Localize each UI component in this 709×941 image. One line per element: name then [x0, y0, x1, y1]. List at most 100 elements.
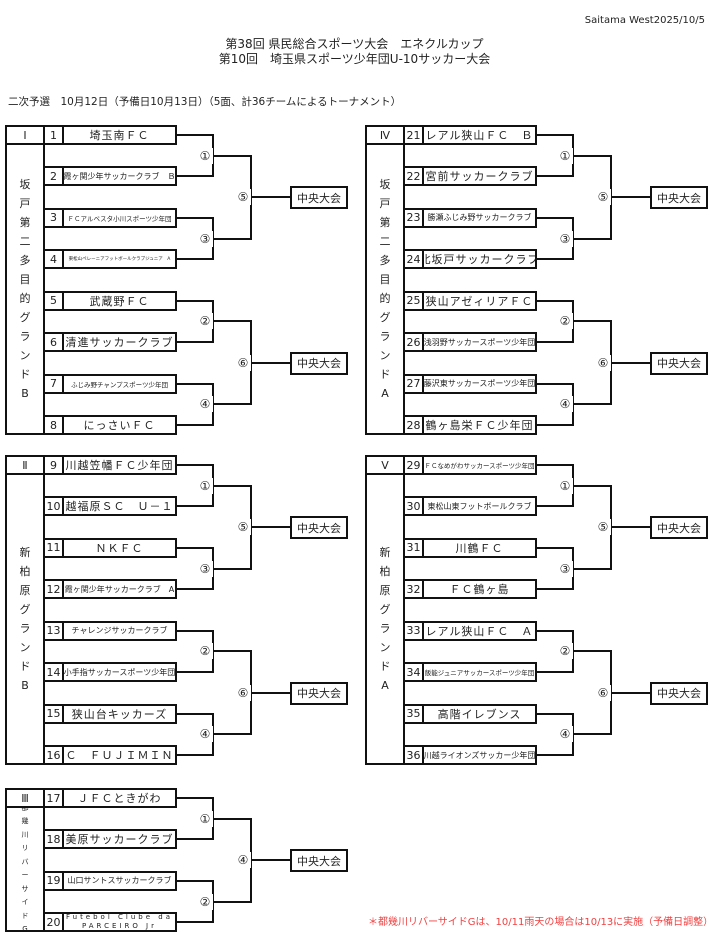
- team-name: 浅羽野サッカースポーツ少年団: [422, 332, 537, 353]
- match-label: ⑥: [595, 684, 611, 701]
- team-name: 狭山アゼィリアＦＣ: [422, 290, 537, 311]
- bracket-line: [177, 671, 214, 674]
- team-number: 18: [43, 829, 64, 850]
- venue-char: グ: [379, 603, 391, 616]
- team-name: 飯能ジュニアサッカースポーツ少年団: [422, 662, 537, 683]
- team-name: 川越ライオンズサッカー少年団: [422, 745, 537, 765]
- match-label: ②: [557, 313, 573, 330]
- bracket-line: [177, 134, 214, 136]
- bracket-line: [537, 216, 574, 219]
- team-number: 28: [403, 415, 424, 435]
- bracket-line: [537, 134, 574, 136]
- team-number: 12: [43, 579, 64, 600]
- team-number: 2: [43, 166, 64, 187]
- match-label: ③: [557, 230, 573, 247]
- bracket-line: [177, 712, 214, 715]
- team-number: 33: [403, 620, 424, 641]
- team-number: 21: [403, 125, 424, 145]
- venue-char: 二: [379, 235, 391, 248]
- bracket-line: [213, 403, 252, 406]
- team-name: 山口サントスサッカークラブ: [62, 870, 177, 891]
- bracket-line: [251, 526, 291, 529]
- team-number: 32: [403, 579, 424, 600]
- venue-char: ン: [19, 349, 31, 362]
- venue-char: 新: [19, 546, 31, 559]
- venue-char: 原: [379, 584, 391, 597]
- match-label: ①: [557, 147, 573, 164]
- final-tournament-box: 中央大会: [650, 351, 708, 375]
- bracket-line: [537, 505, 574, 508]
- match-label: ③: [197, 560, 213, 577]
- venue-char: ラ: [19, 622, 31, 635]
- team-number: 16: [43, 745, 64, 765]
- match-label: ⑤: [235, 189, 251, 206]
- team-name: 川越福原ＳＣ Ｕ－１２: [62, 496, 177, 517]
- bracket-line: [177, 921, 214, 924]
- bracket-line: [213, 817, 252, 820]
- bracket-line: [537, 546, 574, 549]
- bracket-line: [251, 859, 291, 862]
- block-number: Ⅰ: [5, 125, 45, 145]
- match-label: ⑥: [235, 684, 251, 701]
- team-name: 東松山東フットボールクラブ: [422, 496, 537, 517]
- venue-char: グ: [379, 311, 391, 324]
- venue-char: リ: [21, 844, 29, 853]
- team-number: 30: [403, 496, 424, 517]
- match-label: ②: [197, 893, 213, 910]
- team-name: 川鶴ＦＣ: [422, 537, 537, 558]
- bracket-line: [573, 403, 612, 406]
- team-name: 川越笠幡ＦＣ少年団: [62, 455, 177, 475]
- team-number: 11: [43, 537, 64, 558]
- venue-char: 川: [21, 830, 29, 839]
- match-label: ⑤: [595, 189, 611, 206]
- venue-char: ン: [379, 641, 391, 654]
- team-name: 北坂戸サッカークラブ: [422, 249, 537, 270]
- venue-char: 都: [21, 806, 29, 812]
- match-label: ②: [197, 313, 213, 330]
- team-number: 31: [403, 537, 424, 558]
- bracket-line: [177, 464, 214, 466]
- team-number: 19: [43, 870, 64, 891]
- block-number: Ⅲ: [5, 788, 45, 808]
- final-tournament-box: 中央大会: [650, 681, 708, 705]
- venue-char: 新: [379, 546, 391, 559]
- venue-char: ラ: [379, 330, 391, 343]
- team-name: 霞ヶ関少年サッカークラブ A: [62, 579, 177, 600]
- bracket-line: [177, 754, 214, 756]
- venue-char: ラ: [379, 622, 391, 635]
- team-number: 36: [403, 745, 424, 765]
- final-tournament-box: 中央大会: [290, 516, 348, 540]
- bracket-line: [213, 237, 252, 240]
- final-tournament-box: 中央大会: [290, 681, 348, 705]
- bracket-line: [213, 320, 252, 323]
- final-tournament-box: 中央大会: [290, 351, 348, 375]
- venue-char: ン: [19, 641, 31, 654]
- match-label: ④: [197, 726, 213, 743]
- team-number: 5: [43, 290, 64, 311]
- final-tournament-box: 中央大会: [650, 186, 708, 210]
- footnote: ＊都幾川リバーサイドGは、10/11雨天の場合は10/13に実施（予備日調整）: [368, 917, 709, 928]
- team-name: レアル狭山ＦＣ Ｂ: [422, 125, 537, 145]
- venue-char: バ: [21, 857, 29, 866]
- bracket-line: [177, 299, 214, 302]
- subtitle: 二次予選 10月12日（予備日10月13日）（5面、計36チームによるトーナメン…: [8, 96, 402, 108]
- bracket-line: [251, 196, 291, 199]
- bracket-line: [573, 154, 612, 157]
- team-number: 27: [403, 373, 424, 394]
- team-name: ＦＣ鶴ヶ島: [422, 579, 537, 600]
- team-name: 宮前サッカークラブ: [422, 166, 537, 187]
- team-number: 29: [403, 455, 424, 475]
- bracket-line: [537, 754, 574, 756]
- title-line-2: 第10回 埼玉県スポーツ少年団U-10サッカー大会: [218, 52, 491, 66]
- match-label: ④: [557, 726, 573, 743]
- bracket-line: [177, 382, 214, 385]
- bracket-line: [537, 341, 574, 344]
- venue-char: 戸: [19, 197, 31, 210]
- bracket-line: [537, 464, 574, 466]
- team-number: 15: [43, 703, 64, 724]
- team-number: 8: [43, 415, 64, 435]
- bracket-line: [177, 629, 214, 632]
- bracket-line: [251, 691, 291, 694]
- team-name: 埼玉南ＦＣ: [62, 125, 177, 145]
